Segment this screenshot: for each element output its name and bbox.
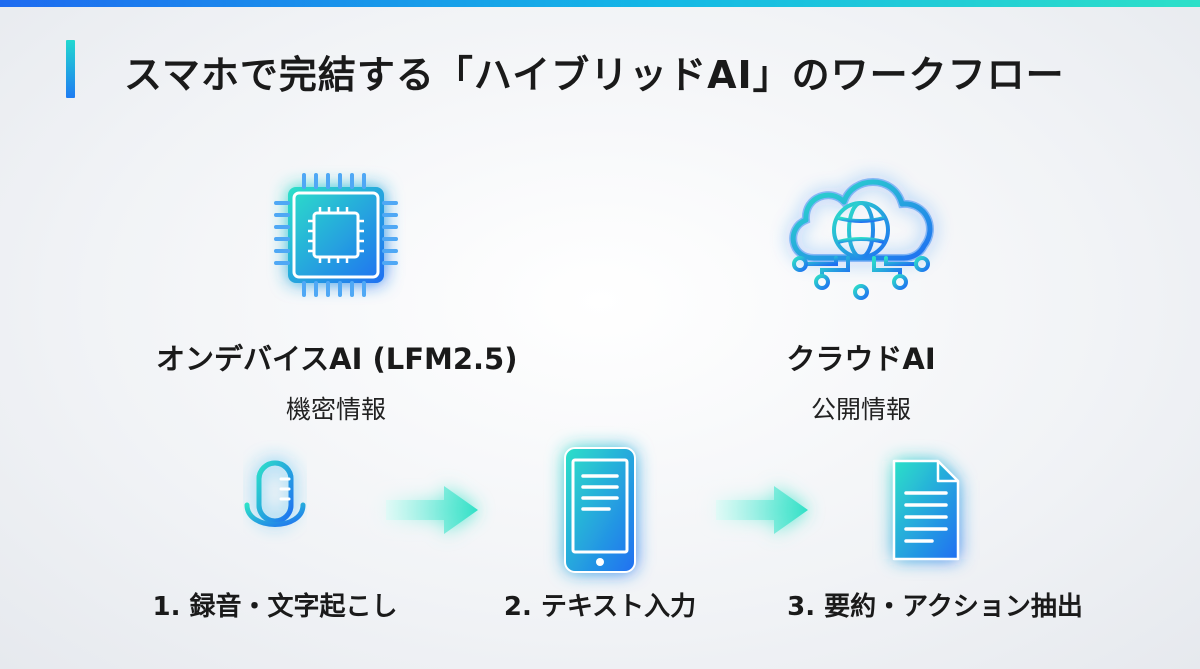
cpu-chip-icon bbox=[266, 165, 406, 305]
document-icon bbox=[880, 455, 970, 565]
arrow-right-icon bbox=[382, 482, 482, 538]
cloud-ai-title: クラウドAI bbox=[786, 342, 936, 376]
on-device-ai-subtitle: 機密情報 bbox=[285, 395, 386, 424]
smartphone-icon bbox=[555, 440, 645, 580]
top-accent-bar bbox=[0, 0, 1200, 7]
title-accent-bar bbox=[66, 40, 75, 98]
step-3-label: 3. 要約・アクション抽出 bbox=[787, 592, 1083, 622]
microphone-icon bbox=[235, 455, 315, 565]
arrow-right-icon bbox=[712, 482, 812, 538]
cloud-globe-icon bbox=[776, 158, 946, 308]
on-device-ai-title: オンデバイスAI (LFM2.5) bbox=[156, 342, 518, 376]
step-2-label: 2. テキスト入力 bbox=[503, 592, 697, 622]
page-title: スマホで完結する「ハイブリッドAI」のワークフロー bbox=[124, 53, 1065, 97]
cloud-ai-subtitle: 公開情報 bbox=[810, 395, 911, 424]
step-1-label: 1. 録音・文字起こし bbox=[152, 592, 398, 622]
